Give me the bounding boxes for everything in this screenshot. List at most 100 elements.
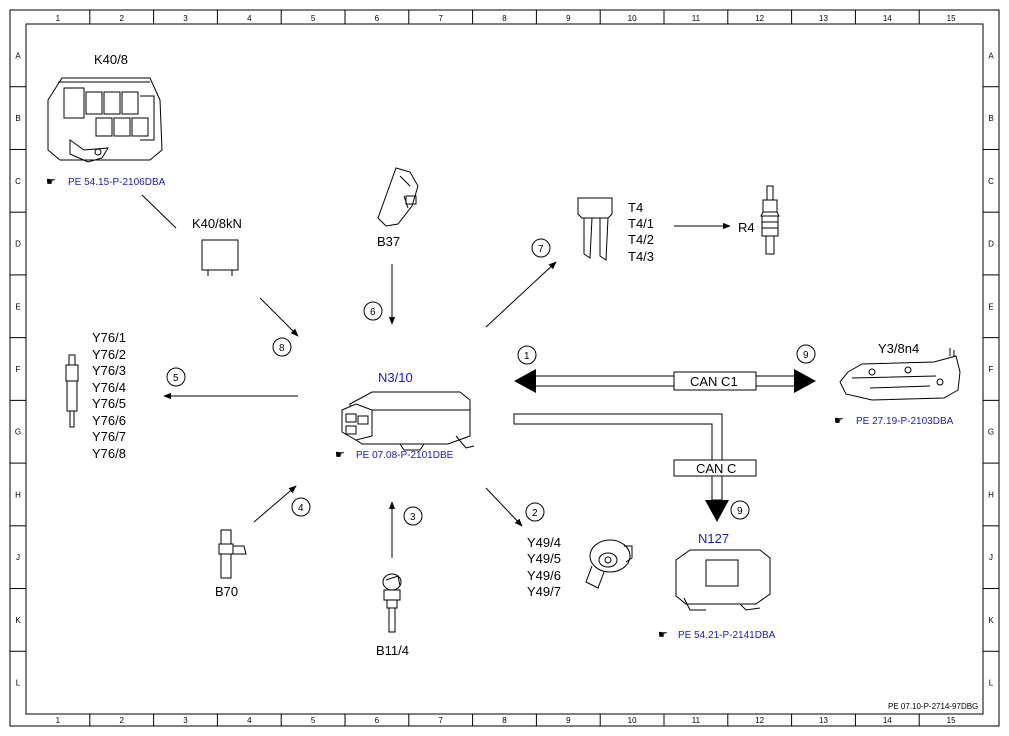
grid-column-label: 7 <box>438 14 443 23</box>
arrow-n3-10-to-y49 <box>485 487 523 527</box>
can-c-label: CAN C <box>696 461 736 476</box>
y3-8n4-ref-text[interactable]: PE 27.19-P-2103DBA <box>856 416 954 427</box>
grid-column-label: 4 <box>247 14 252 23</box>
injector-icon <box>65 354 79 428</box>
grid-column-label: 3 <box>183 716 188 725</box>
grid-row-label: A <box>988 51 994 60</box>
can-c1-bus: CAN C1 <box>514 369 816 393</box>
grid-column-label: 12 <box>755 14 764 23</box>
n3-10-ref-text[interactable]: PE 07.08-P-2101DBE <box>356 450 454 461</box>
y76-5-label: Y76/5 <box>92 396 126 411</box>
grid-column-label: 9 <box>566 14 571 23</box>
grid-row-label: K <box>15 616 21 625</box>
k40-8-label: K40/8 <box>94 52 128 67</box>
n127-ref-text[interactable]: PE 54.21-P-2141DBA <box>678 630 776 641</box>
grid-row-label: K <box>988 616 994 625</box>
k40-8-ref-text[interactable]: PE 54.15-P-2106DBA <box>68 177 166 188</box>
n3-10-control-unit-icon <box>341 391 475 451</box>
pointing-hand-icon: ☛ <box>658 628 668 641</box>
n127-label: N127 <box>698 531 729 546</box>
grid-column-label: 4 <box>247 716 252 725</box>
y49-6-label: Y49/6 <box>527 568 561 583</box>
grid-column-label: 11 <box>692 716 701 725</box>
grid-column-label: 2 <box>119 716 124 725</box>
n127-control-unit-icon <box>675 549 771 611</box>
grid-row-label: C <box>988 177 994 186</box>
grid-row-label: H <box>15 490 21 499</box>
step-5-number: 5 <box>173 373 179 384</box>
grid-column-label: 5 <box>311 716 316 725</box>
grid-column-label: 3 <box>183 14 188 23</box>
k40-8-module-icon <box>47 77 163 163</box>
outer-frame <box>9 9 1000 727</box>
grid-row-label: E <box>15 302 20 311</box>
pointing-hand-icon: ☛ <box>46 175 56 188</box>
grid-row-label: J <box>16 553 20 562</box>
grid-ticks: 1122334455667788991010111112121313141415… <box>10 10 999 726</box>
pointing-hand-icon: ☛ <box>335 448 345 461</box>
step-9-number-can-c1: 9 <box>803 350 809 361</box>
arrow-k40-8kn-to-n3-10 <box>259 297 299 337</box>
y3-8n4-label: Y3/8n4 <box>878 341 919 356</box>
y76-4-label: Y76/4 <box>92 380 126 395</box>
b37-pedal-icon <box>377 167 419 227</box>
grid-row-label: C <box>15 177 21 186</box>
t4-label: T4 <box>628 200 643 215</box>
k40-8kn-label: K40/8kN <box>192 216 242 231</box>
grid-column-label: 13 <box>819 716 828 725</box>
grid-column-label: 15 <box>947 716 956 725</box>
grid-row-label: F <box>16 365 21 374</box>
grid-column-label: 12 <box>755 716 764 725</box>
b11-4-sensor-icon <box>382 573 402 633</box>
grid-row-label: H <box>988 490 994 499</box>
n3-10-reference-link[interactable]: ☛ PE 07.08-P-2101DBE <box>335 448 454 461</box>
k40-8-reference-link[interactable]: ☛ PE 54.15-P-2106DBA <box>46 175 166 188</box>
y76-1-label: Y76/1 <box>92 330 126 345</box>
arrow-n3-10-to-t4 <box>485 261 557 328</box>
can-c1-label: CAN C1 <box>690 374 738 389</box>
flow-arrows <box>163 222 731 558</box>
grid-column-label: 15 <box>947 14 956 23</box>
n127-reference-link[interactable]: ☛ PE 54.21-P-2141DBA <box>658 628 776 641</box>
y76-3-label: Y76/3 <box>92 363 126 378</box>
t4-ignition-coil-icon <box>577 197 613 261</box>
grid-row-label: B <box>988 114 993 123</box>
arrow-b70-to-n3-10 <box>253 485 297 523</box>
step-4-number: 4 <box>298 503 304 514</box>
grid-row-label: F <box>989 365 994 374</box>
spark-plug-icon <box>760 185 780 255</box>
grid-column-label: 6 <box>375 14 380 23</box>
grid-column-label: 2 <box>119 14 124 23</box>
step-9-number-can-c: 9 <box>737 506 743 517</box>
t4-1-label: T4/1 <box>628 216 654 231</box>
grid-column-label: 1 <box>56 716 61 725</box>
relay-icon <box>201 239 239 276</box>
y49-solenoid-icon <box>585 539 633 589</box>
grid-row-label: E <box>988 302 993 311</box>
grid-column-label: 10 <box>628 716 637 725</box>
y49-4-label: Y49/4 <box>527 535 561 550</box>
document-reference: PE 07.10-P-2714-97DBG <box>888 702 978 711</box>
step-8-number: 8 <box>279 343 285 354</box>
step-6-number: 6 <box>370 307 376 318</box>
y76-2-label: Y76/2 <box>92 347 126 362</box>
k40-8-connector-line <box>141 194 177 229</box>
r4-label: R4 <box>738 220 755 235</box>
y76-7-label: Y76/7 <box>92 429 126 444</box>
y3-8n4-reference-link[interactable]: ☛ PE 27.19-P-2103DBA <box>834 414 954 427</box>
y76-8-label: Y76/8 <box>92 446 126 461</box>
grid-column-label: 8 <box>502 716 507 725</box>
step-3-number: 3 <box>410 512 416 523</box>
t4-3-label: T4/3 <box>628 249 654 264</box>
grid-column-label: 11 <box>692 14 701 23</box>
grid-row-label: L <box>989 679 994 688</box>
grid-row-label: A <box>15 51 21 60</box>
grid-column-label: 7 <box>438 716 443 725</box>
grid-column-label: 14 <box>883 716 892 725</box>
grid-column-label: 9 <box>566 716 571 725</box>
step-markers: 1 2 3 4 5 6 7 8 9 9 <box>166 238 816 526</box>
grid-column-label: 13 <box>819 14 828 23</box>
step-1-number: 1 <box>524 351 530 362</box>
grid-row-label: G <box>15 428 21 437</box>
t4-2-label: T4/2 <box>628 232 654 247</box>
